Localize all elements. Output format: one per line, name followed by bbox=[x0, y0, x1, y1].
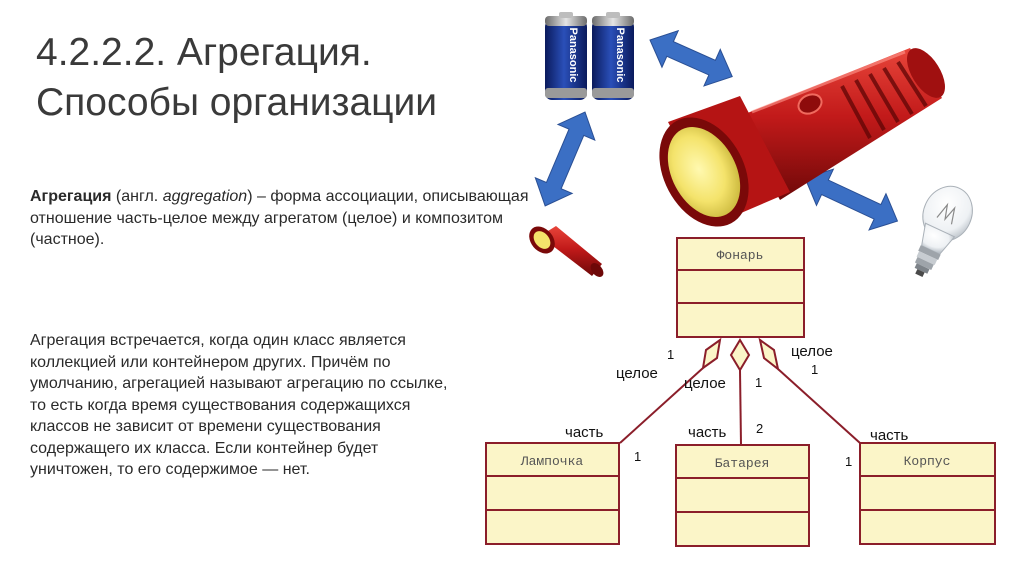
title-line-1: 4.2.2.2. Агрегация. bbox=[36, 31, 372, 74]
aggregation-diamond-lampochka bbox=[701, 337, 722, 371]
slide-title: 4.2.2.2. Агрегация. Способы организации bbox=[36, 28, 556, 128]
definition-rest: ) – форма ассоциации, описывающая отноше… bbox=[30, 188, 529, 248]
aggregation-diamond-korpus bbox=[758, 337, 780, 372]
definition-paragraph: Агрегация (англ. aggregation) – форма ас… bbox=[30, 186, 535, 251]
aggregation-diamond-batareya bbox=[729, 338, 751, 372]
battery-left: Panasonic bbox=[545, 12, 587, 100]
part-label-batareya: часть bbox=[688, 424, 727, 441]
association-line-batareya bbox=[739, 369, 742, 446]
flashlight-small-image bbox=[529, 226, 604, 277]
double-arrow-icon bbox=[804, 168, 899, 231]
part-multiplicity-korpus: 1 bbox=[845, 454, 852, 469]
class-name-korpus: Корпус bbox=[904, 454, 951, 469]
battery-brand-left: Panasonic bbox=[567, 27, 579, 82]
class-name-batareya: Батарея bbox=[715, 456, 770, 471]
class-name-fonar: Фонарь bbox=[717, 248, 764, 263]
class-name-lampochka: Лампочка bbox=[520, 454, 584, 469]
uml-diagram: Фонарь Лампочка Батарея Корпу bbox=[485, 237, 996, 547]
association-line-lampochka bbox=[619, 367, 704, 444]
double-arrow-icon bbox=[649, 29, 733, 87]
double-arrow-icon bbox=[534, 111, 596, 207]
whole-label-batareya: целое bbox=[684, 375, 726, 392]
definition-term-en: aggregation bbox=[162, 188, 248, 205]
class-fonar: Фонарь bbox=[676, 237, 805, 338]
class-lampochka: Лампочка bbox=[485, 442, 620, 545]
flashlight-large-image bbox=[659, 48, 946, 227]
part-label-lampochka: часть bbox=[565, 424, 604, 441]
definition-open: (англ. bbox=[111, 188, 163, 205]
part-label-korpus: часть bbox=[870, 427, 909, 444]
class-korpus: Корпус bbox=[859, 442, 996, 545]
whole-label-lampochka: целое bbox=[616, 365, 658, 382]
part-multiplicity-batareya: 2 bbox=[756, 421, 763, 436]
title-line-2: Способы организации bbox=[36, 81, 438, 124]
explanation-paragraph: Агрегация встречается, когда один класс … bbox=[30, 332, 448, 478]
batteries-image: Panasonic Panasonic bbox=[545, 12, 634, 100]
light-bulb-image bbox=[914, 185, 973, 278]
whole-multiplicity-batareya: 1 bbox=[755, 375, 762, 390]
battery-right: Panasonic bbox=[592, 12, 634, 100]
class-batareya: Батарея bbox=[675, 444, 810, 547]
whole-multiplicity-korpus: 1 bbox=[811, 362, 818, 377]
battery-brand-right: Panasonic bbox=[614, 27, 626, 82]
part-multiplicity-lampochka: 1 bbox=[634, 449, 641, 464]
definition-term: Агрегация bbox=[30, 188, 112, 205]
association-line-korpus bbox=[777, 368, 861, 444]
whole-label-korpus: целое bbox=[791, 343, 833, 360]
whole-multiplicity-lampochka: 1 bbox=[667, 347, 674, 362]
